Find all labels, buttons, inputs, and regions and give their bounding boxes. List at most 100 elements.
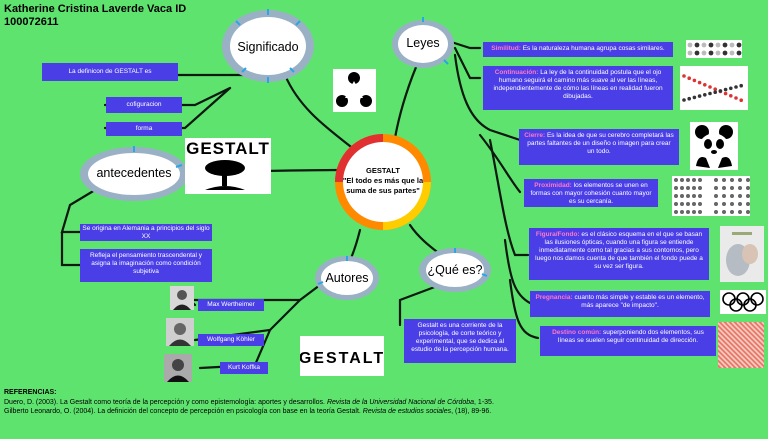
ley-proximidad-text: los elementos se unen en formas con mayo… [530,182,652,205]
proximidad-dot [738,194,742,198]
significado-box-configuracion: cofiguracion [106,97,182,113]
proximidad-dot [730,186,734,190]
ley-similitud-box: Similitud: Es la naturaleza humana agrup… [483,42,673,57]
ley-destino-comun-box: Destino común: superponiendo dos element… [540,326,716,356]
ley-figura-fondo-text: es el clásico esquema en el que se basan… [535,231,703,270]
destino-line [718,351,734,368]
destino-line [721,322,764,366]
similitud-dot [715,50,721,56]
significado-label: Significado [237,40,299,54]
similitud-dot [708,50,714,56]
destino-line [718,346,739,368]
references-heading: REFERENCIAS: [4,389,57,396]
continuacion-dot [739,83,743,88]
destino-line [718,341,744,368]
similitud-dot [694,50,700,56]
proximidad-dot [686,202,690,206]
similitud-dot [694,42,700,48]
destino-line [718,336,749,368]
antecedentes-box-pensamiento: Refleja el pensamiento trascendental y a… [80,249,212,282]
similitud-dot [687,50,693,56]
que-es-label: ¿Qué es? [427,263,483,277]
proximidad-dot [698,210,702,214]
antecedentes-box-alemania: Se origina en Alemania a principios del … [80,224,212,241]
destino-line [736,322,764,351]
continuacion-dot [734,96,738,100]
continuacion-dot [729,94,733,98]
proximidad-dot [730,178,734,182]
similitud-dot [715,42,721,48]
ley-cierre-box: Cierre: Es la idea de que su cerebro com… [519,129,679,165]
que-es-ring [419,248,491,292]
reference-2: Gilberto Leonardo, O. (2004). La definic… [4,408,492,415]
center-node-title: GESTALT "El todo es más que la suma de s… [340,166,426,196]
proximidad-dot [686,194,690,198]
proximidad-dot [674,210,678,214]
author-name: Katherine Cristina Laverde Vaca ID [4,3,187,15]
proximidad-dot [686,186,690,190]
proximidad-dot [692,178,696,182]
autores-ring [315,256,379,300]
ley-similitud-text: Es la naturaleza humana agrupa cosas sim… [522,45,665,52]
proximidad-dot [738,186,742,190]
continuacion-dot [687,96,691,101]
proximidad-dot [714,194,718,198]
author-box-kohler: Wolfgang Köhler [198,334,264,346]
similitud-dot [729,42,735,48]
proximidad-dot [674,202,678,206]
ley-destino-comun-text: superponiendo dos elementos, sus líneas … [557,329,704,344]
similitud-dot [736,42,742,48]
proximidad-dot [738,178,742,182]
proximidad-dot [698,186,702,190]
panda-image [690,122,738,170]
ley-continuacion-term: Continuación: [494,69,539,76]
ley-pregnancia-text: cuanto más simple y estable es un elemen… [574,294,705,309]
destino-line [718,326,759,368]
ley-similitud-term: Similitud: [491,45,521,52]
proximidad-dot [698,194,702,198]
proximidad-dot [722,210,726,214]
destino-line [751,322,764,336]
proximidad-dot [714,202,718,206]
proximidad-dot [714,210,718,214]
continuacion-dot [682,98,686,102]
proximidad-dot [686,178,690,182]
proximidad-dot [680,194,684,198]
similitud-dot [708,42,714,48]
proximidad-dot [746,210,750,214]
proximidad-dot [722,202,726,206]
continuacion-dot [692,95,697,100]
proximidad-dot [698,202,702,206]
destino-line [718,356,729,368]
proximidad-dot [680,178,684,182]
figura-fondo-image [720,226,764,282]
similitud-dot [729,50,735,56]
center-node-ring [335,134,431,230]
leyes-ring [392,17,454,68]
continuacion-dot [723,87,728,92]
ley-cierre-text: Es la idea de que su cerebro completará … [527,132,674,155]
author-id: 100072611 [4,16,59,28]
proximidad-image [672,176,750,216]
continuacion-dot [697,80,702,85]
proximidad-dot [686,210,690,214]
ley-proximidad-box: Proximidad: los elementos se unen en for… [524,179,658,207]
ley-figura-fondo-box: Figura/Fondo: es el clásico esquema en e… [529,228,709,280]
proximidad-dot [674,178,678,182]
continuacion-dot [739,98,743,102]
significado-box-definicion: La definicon de GESTALT es [42,63,178,81]
ley-cierre-term: Cierre: [524,132,546,139]
proximidad-dot [692,194,696,198]
continuacion-dot [718,89,723,93]
continuacion-dot [692,78,697,83]
continuacion-dot [687,76,691,80]
destino-line [718,331,754,368]
continuacion-dot [723,91,728,96]
proximidad-dot [746,202,750,206]
proximidad-dot [674,194,678,198]
proximidad-dot [722,194,726,198]
proximidad-dot [722,186,726,190]
references: REFERENCIAS: Duero, D. (2003). La Gestal… [4,388,494,417]
proximidad-dot [738,210,742,214]
